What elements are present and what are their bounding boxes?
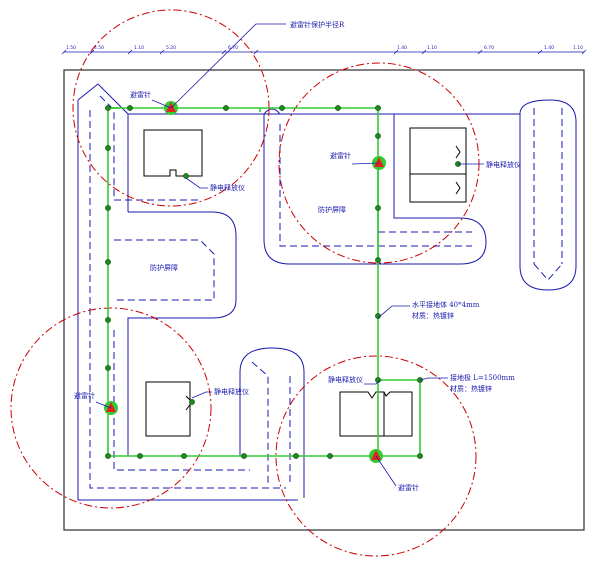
grounding-node <box>375 257 381 263</box>
protection-radii <box>10 9 480 557</box>
dimension-tick <box>393 49 399 55</box>
grounding-node <box>375 377 381 383</box>
grounding-node <box>327 453 333 459</box>
annotations: 避雷针保护半径R 避雷针 避雷针 避雷针 避雷针 静电释放仪 静电释放仪 静电释… <box>74 20 521 492</box>
grounding-node <box>105 145 111 151</box>
dim-3: 1.10 <box>134 45 144 51</box>
grounding-node <box>105 105 111 111</box>
dimension-line: 1.50 4.50 1.10 5.20 6.70 1.40 1.10 6.70 … <box>61 45 587 55</box>
label-rod-top-left: 避雷针 <box>130 90 151 99</box>
dim-6: 1.40 <box>397 45 407 51</box>
label-h-material: 材质：热镀锌 <box>412 311 454 320</box>
grounding-node <box>375 105 381 111</box>
dim-9: 1.40 <box>544 45 554 51</box>
grounding-node <box>293 453 299 459</box>
label-esd-bottom: 静电释放仪 <box>328 375 363 384</box>
dim-2: 4.50 <box>94 45 104 51</box>
dimension-tick <box>477 49 483 55</box>
dim-7: 1.10 <box>427 45 437 51</box>
dim-5: 6.70 <box>228 45 238 51</box>
building-top-right <box>409 127 467 203</box>
dimension-tick <box>159 49 165 55</box>
label-esd-top-right: 静电释放仪 <box>486 160 521 169</box>
dimension-tick <box>581 49 587 55</box>
protection-circle-top-right <box>278 62 480 264</box>
grounding-node <box>105 317 111 323</box>
label-barrier-upper: 防护屏障 <box>318 205 346 214</box>
label-esd-top-left: 静电释放仪 <box>210 183 245 192</box>
protection-circle-left <box>10 307 212 509</box>
dimension-tick <box>537 49 543 55</box>
grounding-node <box>105 453 111 459</box>
grounding-node <box>335 105 341 111</box>
grounding-node <box>279 105 285 111</box>
dim-8: 6.70 <box>484 45 494 51</box>
label-electrode-material: 材质：热镀锌 <box>450 384 492 393</box>
dimension-tick <box>89 49 95 55</box>
grounding-node <box>189 399 195 405</box>
dimension-tick <box>421 49 427 55</box>
grounding-node <box>223 105 229 111</box>
dim-10: 1.10 <box>573 45 583 51</box>
grounding-node <box>417 453 423 459</box>
grounding-node <box>105 205 111 211</box>
label-rod-left: 避雷针 <box>74 391 95 400</box>
building-bottom-center <box>339 391 413 437</box>
site-outlines <box>77 83 577 501</box>
label-electrode: 接地极 L=1500mm <box>450 373 515 382</box>
label-rod-top-right: 避雷针 <box>330 151 351 160</box>
dimension-tick <box>253 49 259 55</box>
dimension-tick <box>61 49 67 55</box>
grounding-node <box>241 453 247 459</box>
grounding-node <box>181 453 187 459</box>
grounding-nodes <box>105 105 461 459</box>
label-esd-left: 静电释放仪 <box>214 387 249 396</box>
label-rod-radius: 避雷针保护半径R <box>290 20 345 29</box>
grounding-node <box>127 105 133 111</box>
dimension-tick <box>127 49 133 55</box>
label-barrier-left: 防护屏障 <box>150 263 178 272</box>
grounding-node <box>183 173 189 179</box>
dim-4: 5.20 <box>166 45 176 51</box>
label-rod-bottom: 避雷针 <box>398 483 419 492</box>
grounding-node <box>105 259 111 265</box>
protection-circle-bottom <box>275 355 477 557</box>
buildings <box>143 127 467 437</box>
grounding-node <box>375 205 381 211</box>
dimension-tick <box>221 49 227 55</box>
leader-lines <box>95 23 484 487</box>
site-boundary <box>63 69 585 531</box>
dim-1: 1.50 <box>66 45 76 51</box>
building-left-bottom <box>145 381 193 437</box>
label-h-conductor: 水平接地体 40*4mm <box>412 300 480 309</box>
grounding-node <box>105 365 111 371</box>
grounding-node <box>375 133 381 139</box>
road-centerlines <box>89 95 563 489</box>
grounding-node <box>137 453 143 459</box>
building-top-left <box>143 129 203 177</box>
